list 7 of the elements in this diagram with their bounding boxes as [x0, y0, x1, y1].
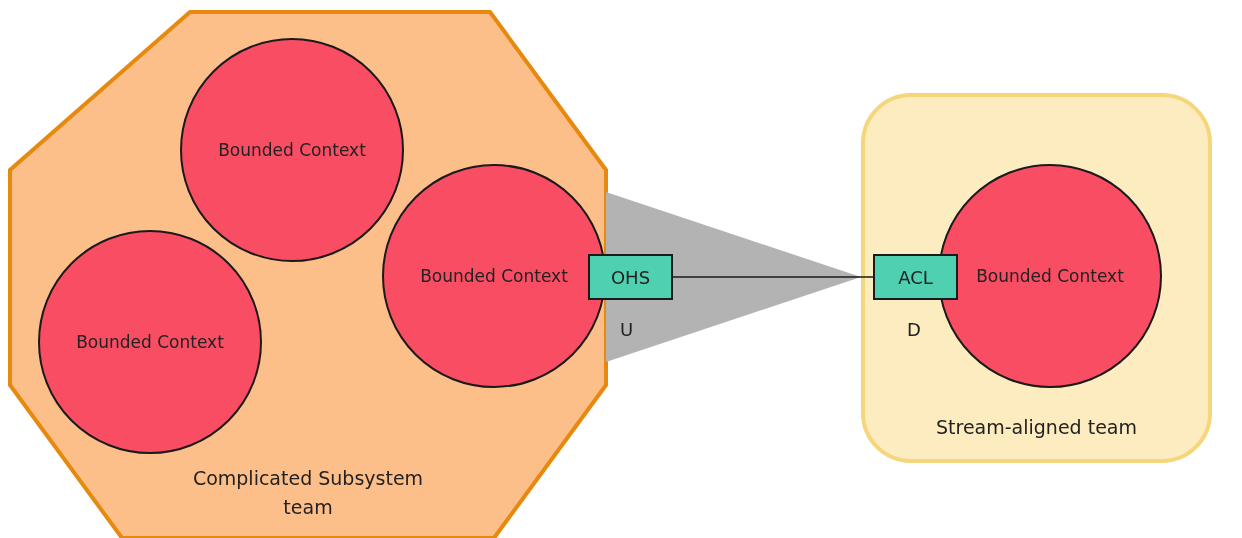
role-label: U [620, 318, 634, 342]
pattern-box: ACL [873, 254, 958, 300]
team-label: Stream-aligned team [935, 415, 1138, 440]
pattern-box: OHS [588, 254, 673, 300]
connector-line [672, 276, 874, 278]
team-label: Complicated Subsystem team [191, 466, 425, 520]
role-label: D [907, 318, 921, 342]
